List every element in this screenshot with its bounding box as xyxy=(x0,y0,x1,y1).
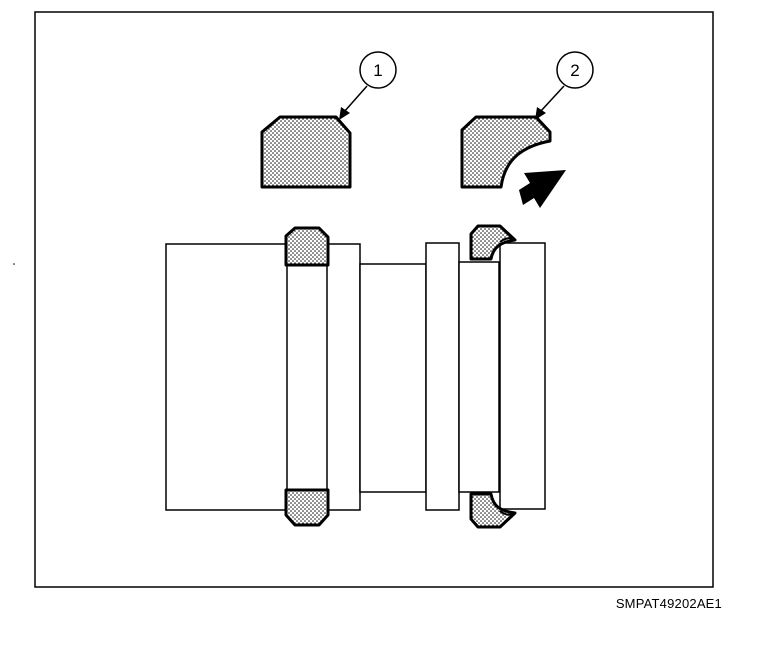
callout-1-arrowhead xyxy=(339,107,350,120)
groove-band-2 xyxy=(458,261,500,493)
margin-dot xyxy=(13,263,15,265)
callout-1-number: 1 xyxy=(373,61,382,80)
callout-1-leader xyxy=(343,85,368,113)
seal-1-bottom xyxy=(284,488,330,527)
shaft-assembly xyxy=(165,224,546,529)
callout-2: 2 xyxy=(535,51,594,120)
groove-band-1 xyxy=(286,254,328,498)
piston-right xyxy=(499,242,546,510)
seal-2-bottom xyxy=(469,492,517,529)
figure-code: SMPAT49202AE1 xyxy=(615,596,722,611)
callout-1: 1 xyxy=(339,51,397,120)
callout-2-circle xyxy=(556,51,594,89)
callout-1-circle xyxy=(359,51,397,89)
center-section xyxy=(359,263,427,493)
collar xyxy=(425,242,460,511)
install-direction-arrow-icon xyxy=(519,170,566,208)
ring-2-cross-section xyxy=(460,115,552,189)
shaft-body xyxy=(165,243,361,511)
seal-2-top-lip xyxy=(499,237,516,243)
seal-2-bottom-lip xyxy=(499,510,516,516)
callout-2-number: 2 xyxy=(570,61,579,80)
seal-2-top xyxy=(469,224,517,261)
seal-1-top xyxy=(284,226,330,267)
ring-1-cross-section xyxy=(260,115,352,189)
callout-2-leader xyxy=(539,85,565,113)
diagram-frame xyxy=(34,11,714,588)
